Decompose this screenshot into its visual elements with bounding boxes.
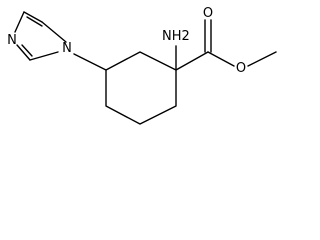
bond-n4-c5: [16, 44, 31, 61]
atom-label-imidazole-n: N: [62, 41, 72, 56]
bond-c2-c3-inner: [26, 16, 43, 27]
bond-o-methyl: [247, 51, 277, 67]
bond-c3-n4: [14, 11, 25, 33]
bond-c2-c3: [23, 11, 43, 23]
cyclohexane-ring: [105, 51, 177, 125]
atom-label-amino: NH2: [162, 29, 190, 44]
bond-c-o-single: [207, 51, 235, 67]
structure-diagram: N N NH2 O O: [7, 6, 277, 125]
atom-label-ester-o: O: [236, 61, 246, 76]
atom-label-carbonyl-o: O: [203, 6, 213, 21]
bond-n1-c2: [41, 21, 67, 43]
atom-label-imine-n: N: [7, 33, 17, 48]
ester-group: [175, 19, 277, 71]
bond-n1-ring: [73, 53, 107, 71]
bond-n4-c5-inner: [21, 44, 33, 57]
imidazole-ring: [14, 11, 67, 61]
bond-c-carbonyl: [175, 51, 209, 71]
bond-c5-n1: [29, 51, 59, 61]
